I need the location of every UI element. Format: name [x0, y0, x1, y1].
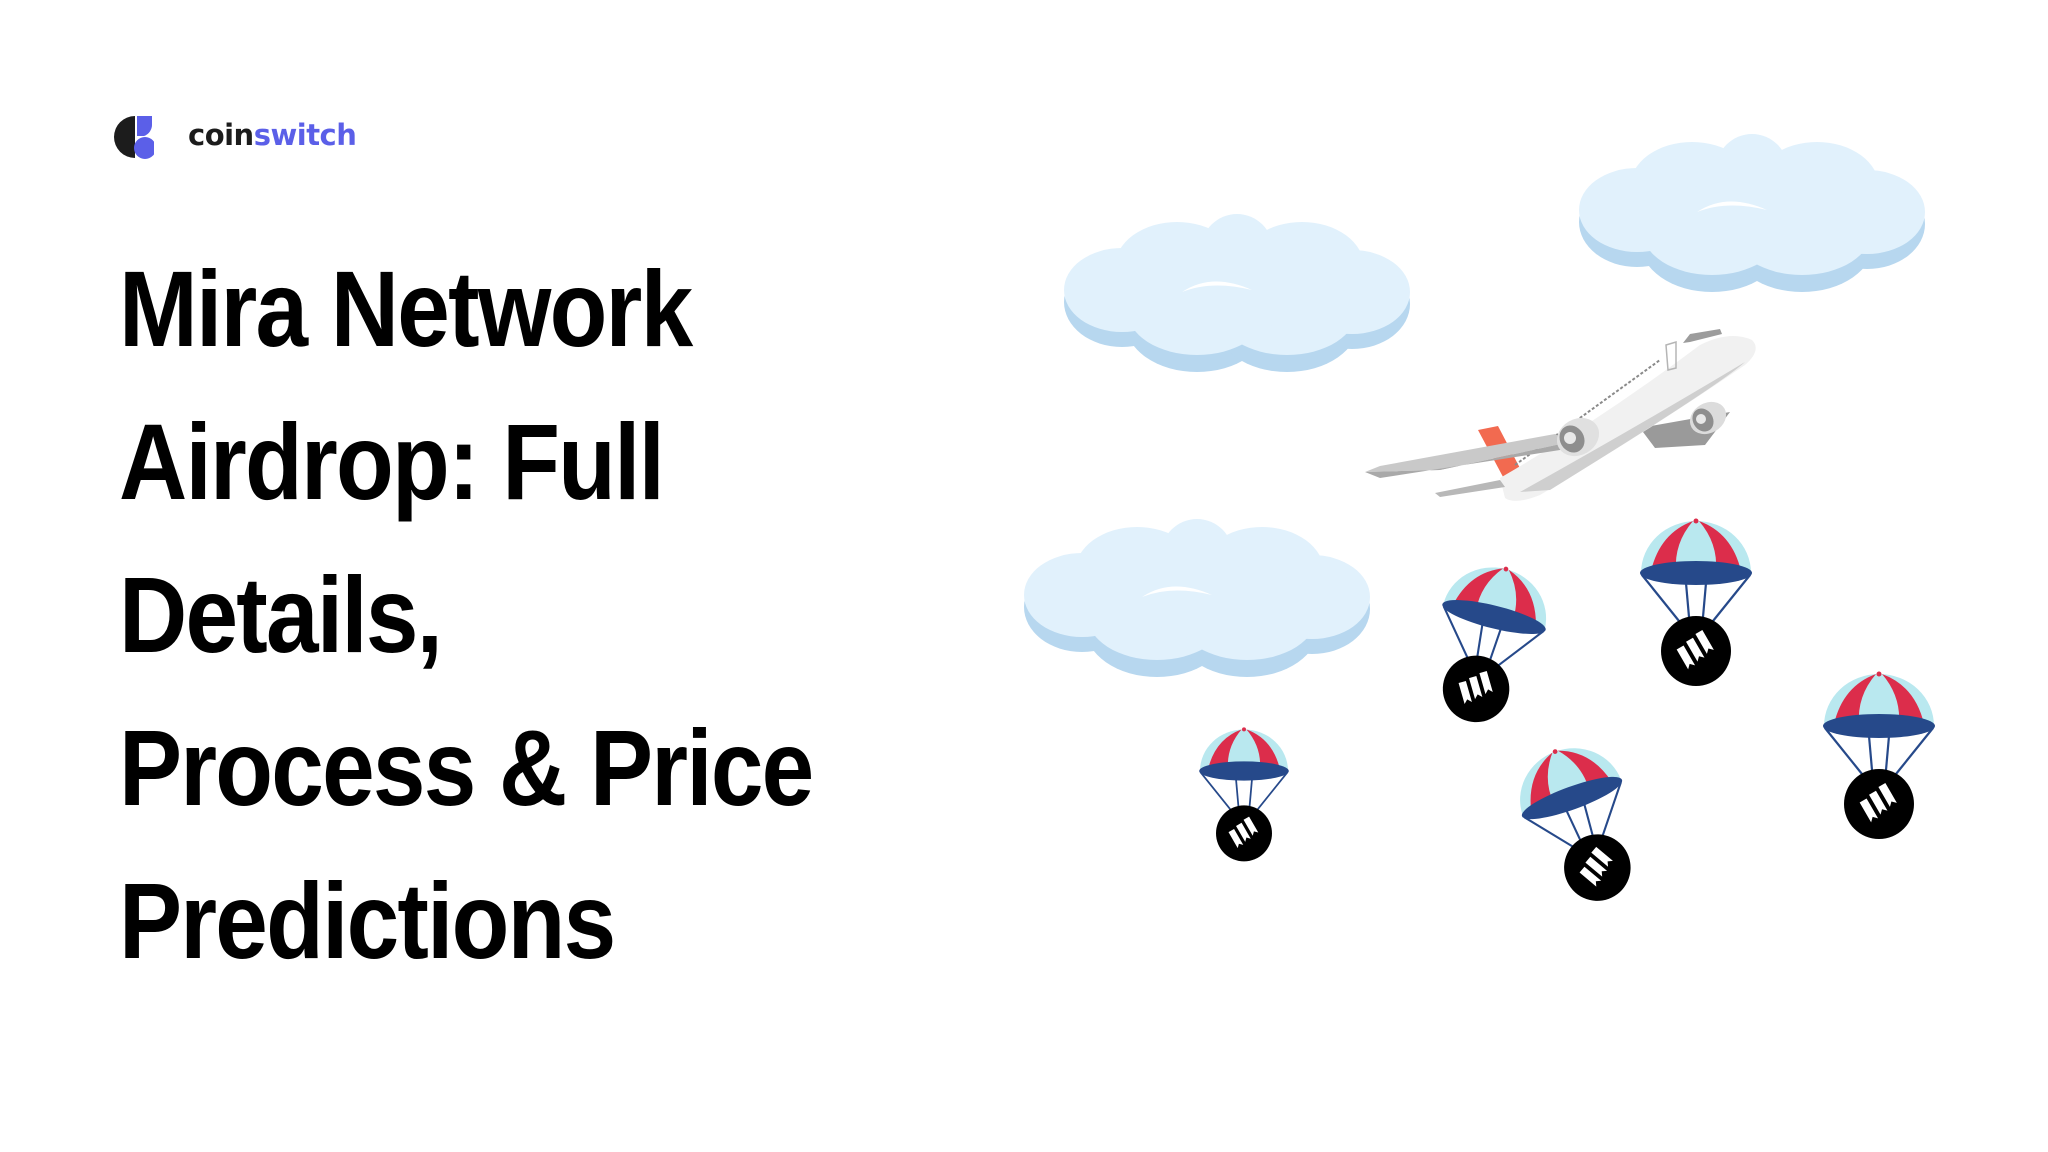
parachute-coin-4	[1503, 730, 1660, 919]
page-title: Mira Network Airdrop: Full Details, Proc…	[119, 232, 814, 997]
brand-wordmark: coinswitch	[188, 117, 357, 152]
title-line-5: Predictions	[119, 860, 616, 981]
title-line-4: Process & Price	[119, 707, 814, 828]
brand-logo: coinswitch	[114, 114, 357, 160]
parachute-coin-5	[1821, 670, 1937, 841]
coinswitch-logo-icon	[114, 114, 156, 160]
cloud-2	[1579, 134, 1925, 292]
brand-wordmark-coin: coin	[188, 117, 254, 152]
cloud-3	[1024, 519, 1370, 677]
title-line-3: Details,	[119, 554, 443, 675]
title-line-2: Airdrop: Full	[119, 401, 665, 522]
parachute-coin-2	[1638, 517, 1754, 688]
parachute-coin-3	[1198, 726, 1290, 863]
cloud-1	[1064, 214, 1410, 372]
parachute-coin-1	[1415, 552, 1560, 736]
airplane-icon	[1365, 329, 1756, 501]
brand-wordmark-switch: switch	[253, 117, 357, 152]
title-line-1: Mira Network	[119, 248, 693, 369]
